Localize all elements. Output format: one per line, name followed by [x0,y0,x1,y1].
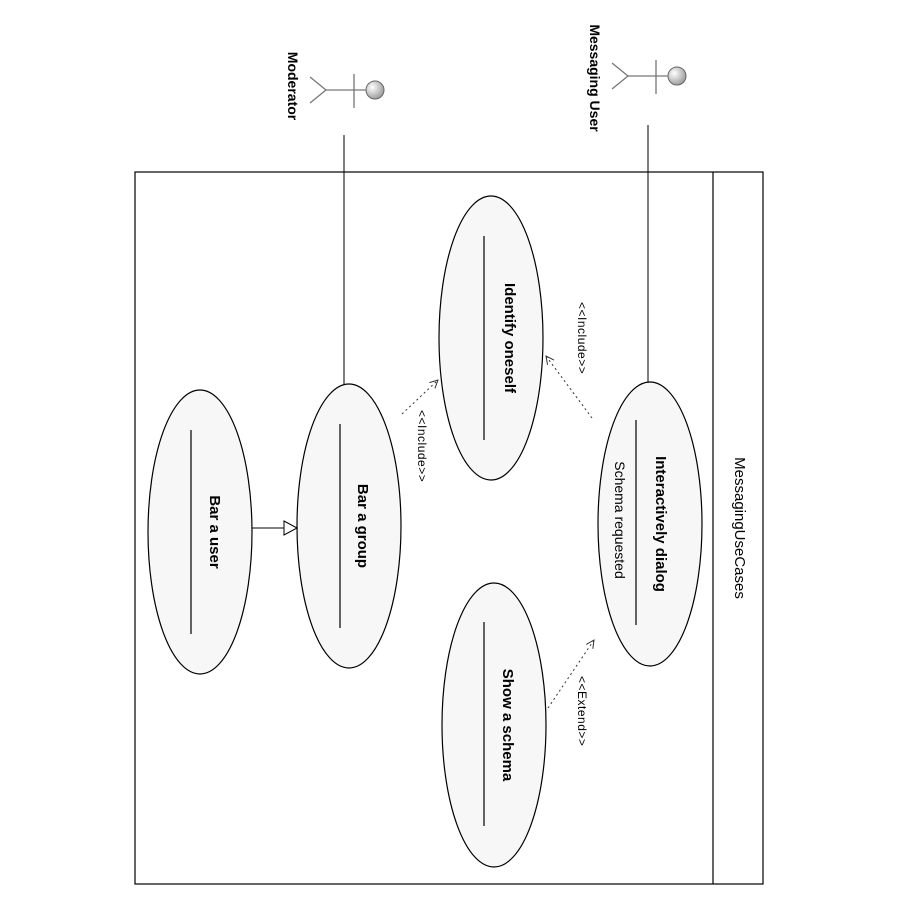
use-case-show-a-schema[interactable]: Show a schema [441,582,547,868]
use-case-identify-oneself[interactable]: Identify oneself [438,195,544,481]
use-case-interactively-dialog[interactable]: Interactively dialog Schema requested [597,381,703,667]
actor-head-icon [365,80,385,100]
use-case-name: Bar a user [206,495,223,569]
use-case-name: Bar a group [354,484,371,568]
use-case-name: Identify oneself [501,283,518,394]
include-interactively-dialog-to-identify-oneself: <<Include>> [546,302,593,419]
use-case-bar-a-user[interactable]: Bar a user [147,389,253,675]
include-bar-a-group-to-identify-oneself: <<Include>> [401,380,438,482]
generalization-bar-a-user-to-bar-a-group [252,520,299,536]
system-name: MessagingUseCases [731,457,748,599]
actor-head-icon [667,66,687,86]
actor-name: Moderator [285,52,301,121]
extend-show-a-schema-to-interactively-dialog: <<Extend>> [547,640,594,746]
actor-messaging-user[interactable]: Messaging User [587,24,687,132]
extension-point: Schema requested [612,461,628,579]
use-case-name: Interactively dialog [652,456,669,592]
use-case-bar-a-group[interactable]: Bar a group [296,383,402,669]
include-label: <<Include>> [415,410,429,482]
actor-moderator[interactable]: Moderator [285,52,385,121]
use-case-name: Show a schema [499,669,516,782]
extend-label: <<Extend>> [575,676,589,746]
system-boundary [134,171,764,885]
actor-name: Messaging User [587,24,603,132]
include-label: <<Include>> [575,302,589,374]
